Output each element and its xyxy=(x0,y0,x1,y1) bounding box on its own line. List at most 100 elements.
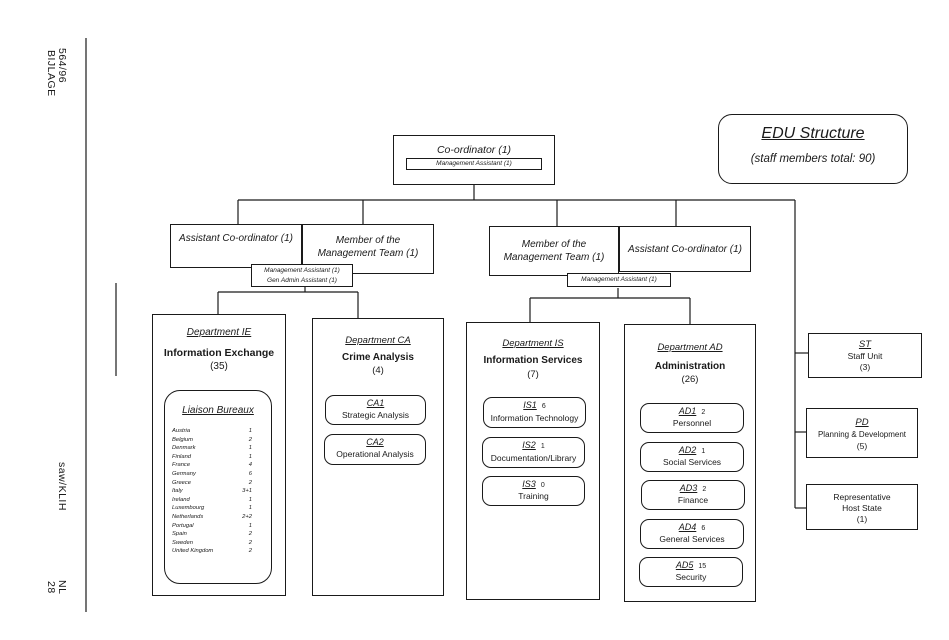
unit-code-line: AD4 6 xyxy=(641,522,743,532)
unit-is1-code: IS1 xyxy=(523,400,537,410)
host-state-line1: Representative xyxy=(833,492,891,502)
management-member-left-box: Member of the Management Team (1) xyxy=(302,224,434,274)
unit-name: Security xyxy=(675,572,707,582)
liaison-row: Greece 2 xyxy=(172,480,252,486)
unit-ca1-code: CA1 xyxy=(366,398,385,408)
annex-label: BIJLAGE xyxy=(45,50,57,97)
host-state-line2: Host State xyxy=(842,503,882,513)
unit-name: General Services xyxy=(659,534,725,544)
staff-unit-code: ST xyxy=(858,339,872,350)
unit-ad1: AD1 2 Personnel xyxy=(640,403,744,433)
liaison-country: Ireland xyxy=(172,496,190,503)
coordinator-assistant-box: Management Assistant (1) xyxy=(406,158,542,170)
staff-unit-box: ST Staff Unit (3) xyxy=(808,333,922,378)
unit-name: Social Services xyxy=(662,457,722,467)
management-member-right-line1: Member of the xyxy=(521,239,587,250)
unit-is2-count: 1 xyxy=(540,443,545,450)
liaison-country: Austria xyxy=(172,428,191,434)
unit-count: 2 xyxy=(702,486,707,493)
staff-unit-count: (3) xyxy=(859,362,871,372)
unit-ca2: CA2 Operational Analysis xyxy=(324,434,426,465)
liaison-country: Luxembourg xyxy=(172,505,205,512)
unit-code: AD1 xyxy=(678,406,697,416)
department-ca-code: Department CA xyxy=(345,335,411,346)
liaison-country: France xyxy=(172,462,191,469)
planning-development-box: PD Planning & Development (5) xyxy=(806,408,918,458)
liaison-count: 2 xyxy=(248,479,252,486)
unit-count: 15 xyxy=(698,563,707,570)
assistant-coordinator-right-box: Assistant Co-ordinator (1) xyxy=(619,226,751,272)
management-member-left-line1: Member of the xyxy=(335,235,401,246)
unit-is3-name: Training xyxy=(518,491,549,501)
department-ca-name: Crime Analysis xyxy=(342,352,414,363)
unit-ca1: CA1 Strategic Analysis xyxy=(325,395,426,425)
liaison-count: 2 xyxy=(248,531,252,538)
liaison-country: United Kingdom xyxy=(172,548,214,555)
liaison-row: Austria 1 xyxy=(172,428,252,434)
assistant-coordinator-left-box: Assistant Co-ordinator (1) xyxy=(170,224,302,268)
department-ad-count: (26) xyxy=(681,374,699,385)
management-member-left-line2: Management Team (1) xyxy=(317,248,419,259)
department-is-code: Department IS xyxy=(502,338,564,349)
unit-is1-count: 6 xyxy=(541,403,546,410)
unit-is3-code: IS3 xyxy=(522,479,536,489)
left-assistants-box: Management Assistant (1) Gen Admin Assis… xyxy=(251,264,353,287)
unit-is1-name: Information Technology xyxy=(490,413,579,423)
coordinator-box: Co-ordinator (1) Management Assistant (1… xyxy=(393,135,555,185)
liaison-count: 1 xyxy=(248,428,252,434)
host-state-representative-box: Representative Host State (1) xyxy=(806,484,918,530)
liaison-count: 2 xyxy=(248,539,252,546)
liaison-count: 1 xyxy=(248,496,252,503)
liaison-row: Denmark 1 xyxy=(172,445,252,451)
assistant-coordinator-left: Assistant Co-ordinator (1) xyxy=(179,233,293,244)
liaison-count: 4 xyxy=(248,462,252,469)
reference-number: 564/96 xyxy=(56,48,68,84)
liaison-count: 1 xyxy=(248,522,252,529)
liaison-count: 1 xyxy=(248,445,252,452)
unit-code-line: AD3 2 xyxy=(642,483,744,493)
right-management-assistant: Management Assistant (1) xyxy=(581,276,657,283)
unit-name: Personnel xyxy=(672,418,712,428)
host-state-count: (1) xyxy=(856,514,868,524)
unit-code-line: AD1 2 xyxy=(641,406,743,416)
department-is-name: Information Services xyxy=(483,355,583,366)
liaison-count: 2+2 xyxy=(242,514,252,520)
unit-ca2-code: CA2 xyxy=(366,437,384,447)
right-assistant-box: Management Assistant (1) xyxy=(567,273,671,287)
unit-ad4: AD4 6 General Services xyxy=(640,519,744,549)
unit-is2-name: Documentation/Library xyxy=(490,453,577,463)
planning-development-code: PD xyxy=(855,417,869,428)
liaison-country: Netherlands xyxy=(172,514,204,520)
country-code: NL xyxy=(56,580,68,595)
liaison-country: Finland xyxy=(172,453,192,460)
unit-ca2-name: Operational Analysis xyxy=(336,449,414,459)
structure-title: EDU Structure xyxy=(761,125,865,142)
liaison-row: Belgium 2 xyxy=(172,437,252,443)
liaison-country: Spain xyxy=(172,531,187,538)
liaison-country: Denmark xyxy=(172,445,196,452)
liaison-country: Greece xyxy=(172,479,192,486)
liaison-country: Sweden xyxy=(172,539,193,546)
unit-is2-code: IS2 xyxy=(522,440,536,450)
liaison-row: France 4 xyxy=(172,462,252,468)
unit-code: AD5 xyxy=(675,560,694,570)
page-number: 28 xyxy=(45,581,57,594)
liaison-row: Ireland 1 xyxy=(172,497,252,503)
unit-is2-code-line: IS2 1 xyxy=(483,440,584,450)
department-ie-count: (35) xyxy=(210,361,228,372)
liaison-bureaux-box: Liaison Bureaux xyxy=(164,390,272,584)
liaison-country: Belgium xyxy=(172,436,193,443)
unit-code-line: AD5 15 xyxy=(640,560,742,570)
structure-title-box: EDU Structure (staff members total: 90) xyxy=(718,114,908,184)
coordinator-assistant: Management Assistant (1) xyxy=(436,160,512,167)
liaison-row: Netherlands 2+2 xyxy=(172,514,252,520)
coordinator-title: Co-ordinator (1) xyxy=(436,144,512,156)
liaison-count: 2 xyxy=(248,436,252,443)
unit-is3-count: 0 xyxy=(540,482,545,489)
